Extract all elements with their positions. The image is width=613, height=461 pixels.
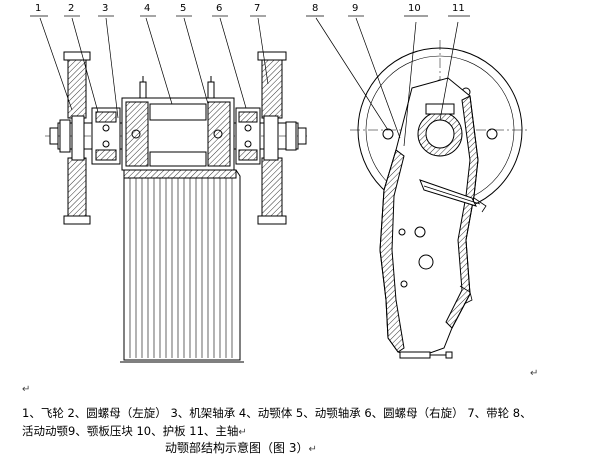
callout-11: 11 — [452, 3, 465, 14]
pulley-right — [257, 51, 297, 225]
flywheel-left — [59, 51, 91, 225]
frame-bearing-right — [235, 107, 261, 165]
frame-bearing-left — [91, 107, 121, 165]
callout-10: 10 — [408, 3, 421, 14]
paragraph-mark: ↵ — [308, 444, 317, 455]
callout-leaders-left — [30, 15, 269, 119]
callout-1: 1 — [35, 3, 42, 14]
paragraph-mark: ↵ — [22, 384, 31, 395]
callout-2: 2 — [68, 3, 75, 14]
paragraph-mark: ↵ — [530, 368, 539, 379]
callout-3: 3 — [102, 3, 109, 14]
callout-4: 4 — [144, 3, 151, 14]
callout-5: 5 — [180, 3, 187, 14]
guard-plate — [419, 179, 477, 207]
callout-9: 9 — [352, 3, 359, 14]
legend-line-2-text: 活动动颚9、颚板压块 10、护板 11、主轴 — [22, 424, 239, 438]
caption-text: 动颚部结构示意图（图 3） — [165, 441, 309, 455]
figure-caption: 动颚部结构示意图（图 3）↵ — [165, 439, 317, 456]
callout-7: 7 — [254, 3, 261, 14]
front-view — [350, 40, 530, 359]
moving-jaw-hub — [121, 76, 235, 171]
callout-8: 8 — [312, 3, 319, 14]
jaw-crusher-drawing — [30, 15, 530, 363]
legend-line-1: 1、飞轮 2、圆螺母（左旋） 3、机架轴承 4、动颚体 5、动颚轴承 6、圆螺母… — [22, 406, 532, 420]
callout-leaders-right — [306, 15, 470, 147]
legend-line-2: 活动动颚9、颚板压块 10、护板 11、主轴↵ — [22, 422, 613, 442]
paragraph-mark: ↵ — [238, 427, 247, 438]
parts-legend: 1、飞轮 2、圆螺母（左旋） 3、机架轴承 4、动颚体 5、动颚轴承 6、圆螺母… — [22, 404, 613, 442]
callout-6: 6 — [216, 3, 223, 14]
side-section-view — [45, 51, 310, 363]
jaw-plate-body — [120, 169, 244, 363]
